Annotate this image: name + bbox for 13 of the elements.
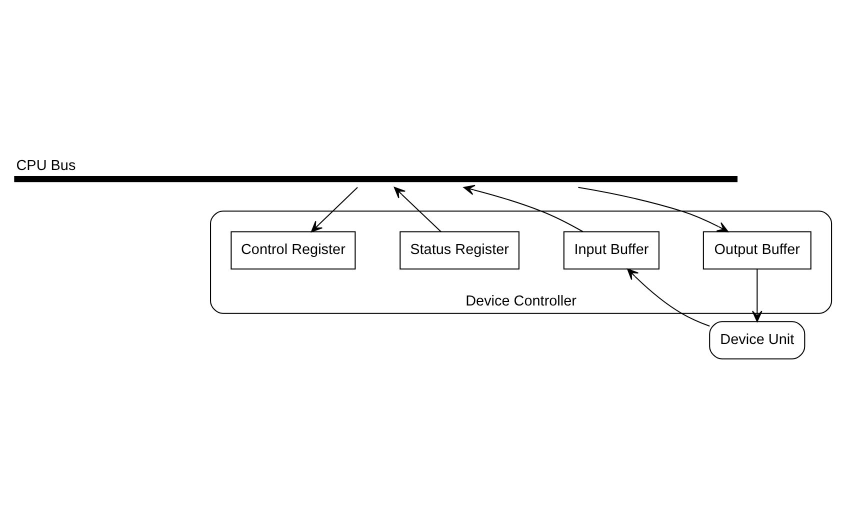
arrow xyxy=(462,184,583,232)
arrow xyxy=(578,186,728,232)
arrow xyxy=(626,268,710,326)
node-box: Output Buffer xyxy=(702,230,811,269)
node-label: CPU Bus xyxy=(16,157,76,174)
node-box xyxy=(14,175,738,182)
node-box: Input Buffer xyxy=(562,230,659,269)
node-box: Device Unit xyxy=(708,320,805,359)
node-box: Status Register xyxy=(399,230,519,269)
node-box: Control Register xyxy=(230,230,356,269)
arrow xyxy=(310,186,358,232)
arrow xyxy=(393,186,441,232)
arrow xyxy=(751,268,762,322)
